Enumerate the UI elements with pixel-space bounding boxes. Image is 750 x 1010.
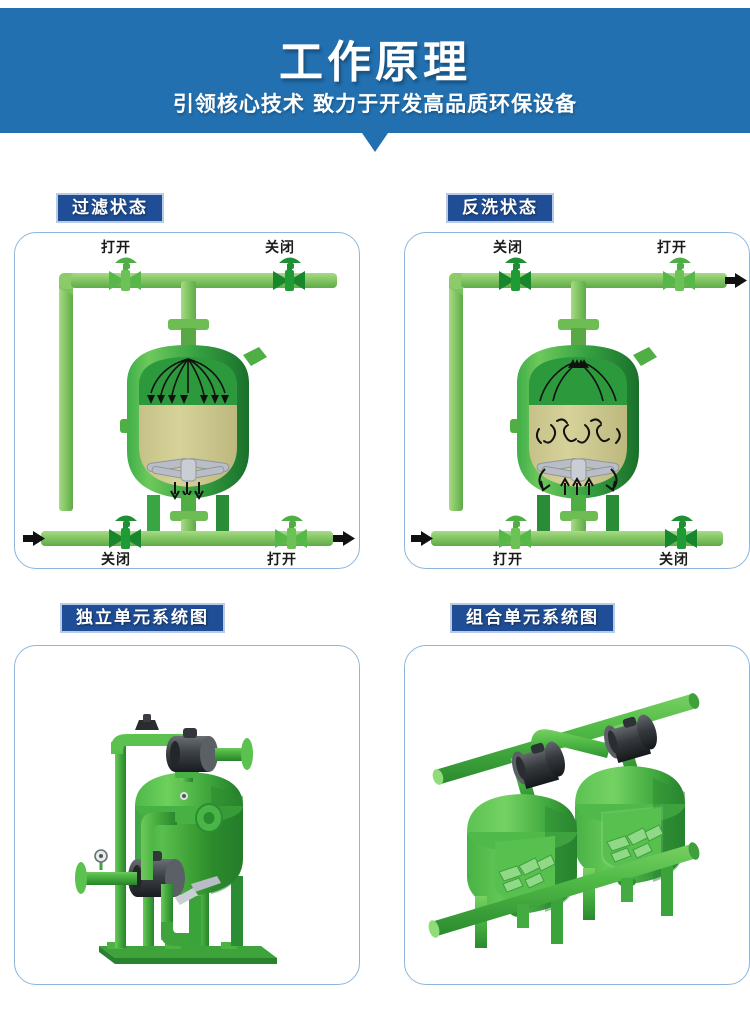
section-badge-single-unit-system: 独立单元系统图 [60,603,225,633]
page-subtitle: 引领核心技术 致力于开发高品质环保设备 [172,92,578,116]
vessel-connection-piping [141,812,201,946]
air-release-valve [135,720,159,730]
valve-actuator [530,742,545,754]
tank-inlet-drop-pipe [181,281,196,323]
valve-actuator [622,716,637,728]
inlet-arrow [411,531,433,546]
outlet-flange [241,738,253,770]
upflow-arrowheads [568,359,589,368]
valve-top-left-open [109,257,141,291]
lower-drop-legs [517,878,633,928]
valve-top-right-open [663,257,695,291]
tank-top-flange [558,319,599,330]
tank-leg-right [216,495,229,535]
filter-vessel [135,772,243,896]
card-single-unit-system [14,645,360,985]
label-top-right-valve: 关闭 [265,240,295,256]
tall-riser-pipe [115,742,126,948]
tank-upper-right-nozzle [243,347,267,366]
bed-fluidisation-swirls [535,418,621,444]
label-top-right-valve: 打开 [657,240,687,256]
left-riser-pipe [449,281,463,511]
filter-state-svg [23,257,355,549]
card-backwash-state: 关闭 打开 打开 关闭 [404,232,750,569]
tank-top-flange [168,319,209,330]
label-bottom-left-valve: 打开 [493,552,523,568]
underdrain-distributor [536,458,620,482]
valve-top-right-closed [273,257,305,291]
valve-top-left-closed [499,257,531,291]
lower-manifold-left-opening [428,920,440,938]
header-notch-arrow [362,133,388,152]
diagram-combined-unit-system [405,646,749,984]
backwash-inlet-arrows [560,476,594,495]
crossover-piping [529,729,611,762]
label-bottom-right-valve: 打开 [267,552,297,568]
inlet-arrow [23,531,45,546]
tank-outlet-riser-pipe [571,281,586,323]
drain-spout [175,876,221,905]
lower-inlet-piping [75,849,137,894]
combined-unit-3d-svg [428,693,700,948]
section-badge-filter-state: 过滤状态 [56,193,164,223]
left-butterfly-valve [511,741,565,790]
base-skid [99,942,277,964]
outlet-arrow [333,531,355,546]
label-top-left-valve: 关闭 [493,240,523,256]
section-badge-backwash-state: 反洗状态 [446,193,554,223]
valve-bottom-left-open [499,515,531,549]
page-title: 工作原理 [279,37,471,88]
card-filter-state: 打开 关闭 关闭 打开 [14,232,360,569]
tank-upper-right-nozzle [633,347,657,366]
underdrain-distributor [146,458,230,482]
tank-left-nozzle [510,419,520,433]
tank-left-nozzle [120,419,130,433]
single-unit-3d-svg [75,714,277,964]
label-top-left-valve: 打开 [101,240,131,256]
card-combined-unit-system [404,645,750,985]
valve-bottom-right-closed [665,515,697,549]
downflow-arrowheads [147,395,229,404]
right-butterfly-valve [603,714,657,764]
label-bottom-left-valve: 关闭 [101,552,131,568]
tank-bottom-flange [170,511,208,521]
inlet-flange [75,862,87,894]
valve-bottom-left-closed [109,515,141,549]
left-riser-pipe [59,281,73,511]
diagram-filter-state: 打开 关闭 关闭 打开 [15,233,359,568]
upper-butterfly-valve [166,728,253,772]
tank-leg-left [537,495,550,535]
tank-bottom-flange [560,511,598,521]
media-chunks-right [606,824,664,863]
media-chunks-left [498,854,556,893]
downflow-arrow-group [150,358,226,396]
diagram-single-unit-system [15,646,359,984]
diagram-backwash-state: 关闭 打开 打开 关闭 [405,233,749,568]
manifold-left-opening [432,769,444,785]
lower-manifold-pipe [428,842,700,938]
valve-bottom-right-open [275,515,307,549]
section-badge-combined-unit-system: 组合单元系统图 [450,603,615,633]
filter-vessel-left [467,794,577,917]
label-bottom-right-valve: 关闭 [659,552,689,568]
tank-leg-right [606,495,619,535]
tank-leg-left [147,495,160,535]
valve-actuator [183,728,197,738]
backwash-side-arrows [538,468,618,492]
page-header: 工作原理 引领核心技术 致力于开发高品质环保设备 [0,8,750,133]
backwash-state-svg [411,257,747,549]
outlet-arrow [725,273,747,288]
